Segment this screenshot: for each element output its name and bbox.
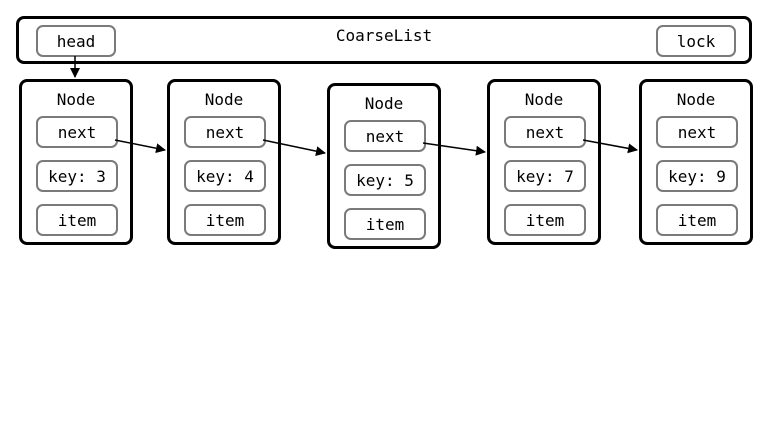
key-field: key: 4 — [184, 160, 266, 192]
node-box: Node next key: 4 item — [167, 79, 281, 245]
next-field: next — [344, 120, 426, 152]
lock-field: lock — [656, 25, 736, 57]
item-field: item — [504, 204, 586, 236]
item-field: item — [184, 204, 266, 236]
node-box: Node next key: 5 item — [327, 83, 441, 249]
key-field: key: 3 — [36, 160, 118, 192]
node-title: Node — [204, 90, 244, 109]
key-field: key: 7 — [504, 160, 586, 192]
next-field: next — [504, 116, 586, 148]
key-field: key: 9 — [656, 160, 738, 192]
next-field: next — [36, 116, 118, 148]
node-title: Node — [524, 90, 564, 109]
head-field: head — [36, 25, 116, 57]
node-box: Node next key: 3 item — [19, 79, 133, 245]
next-field: next — [184, 116, 266, 148]
key-field: key: 5 — [344, 164, 426, 196]
coarse-list-title: CoarseList — [335, 26, 433, 45]
item-field: item — [36, 204, 118, 236]
next-field: next — [656, 116, 738, 148]
node-box: Node next key: 7 item — [487, 79, 601, 245]
item-field: item — [656, 204, 738, 236]
node-title: Node — [56, 90, 96, 109]
node-title: Node — [364, 94, 404, 113]
node-box: Node next key: 9 item — [639, 79, 753, 245]
node-title: Node — [676, 90, 716, 109]
item-field: item — [344, 208, 426, 240]
coarse-list-box: CoarseList head lock — [16, 16, 752, 64]
